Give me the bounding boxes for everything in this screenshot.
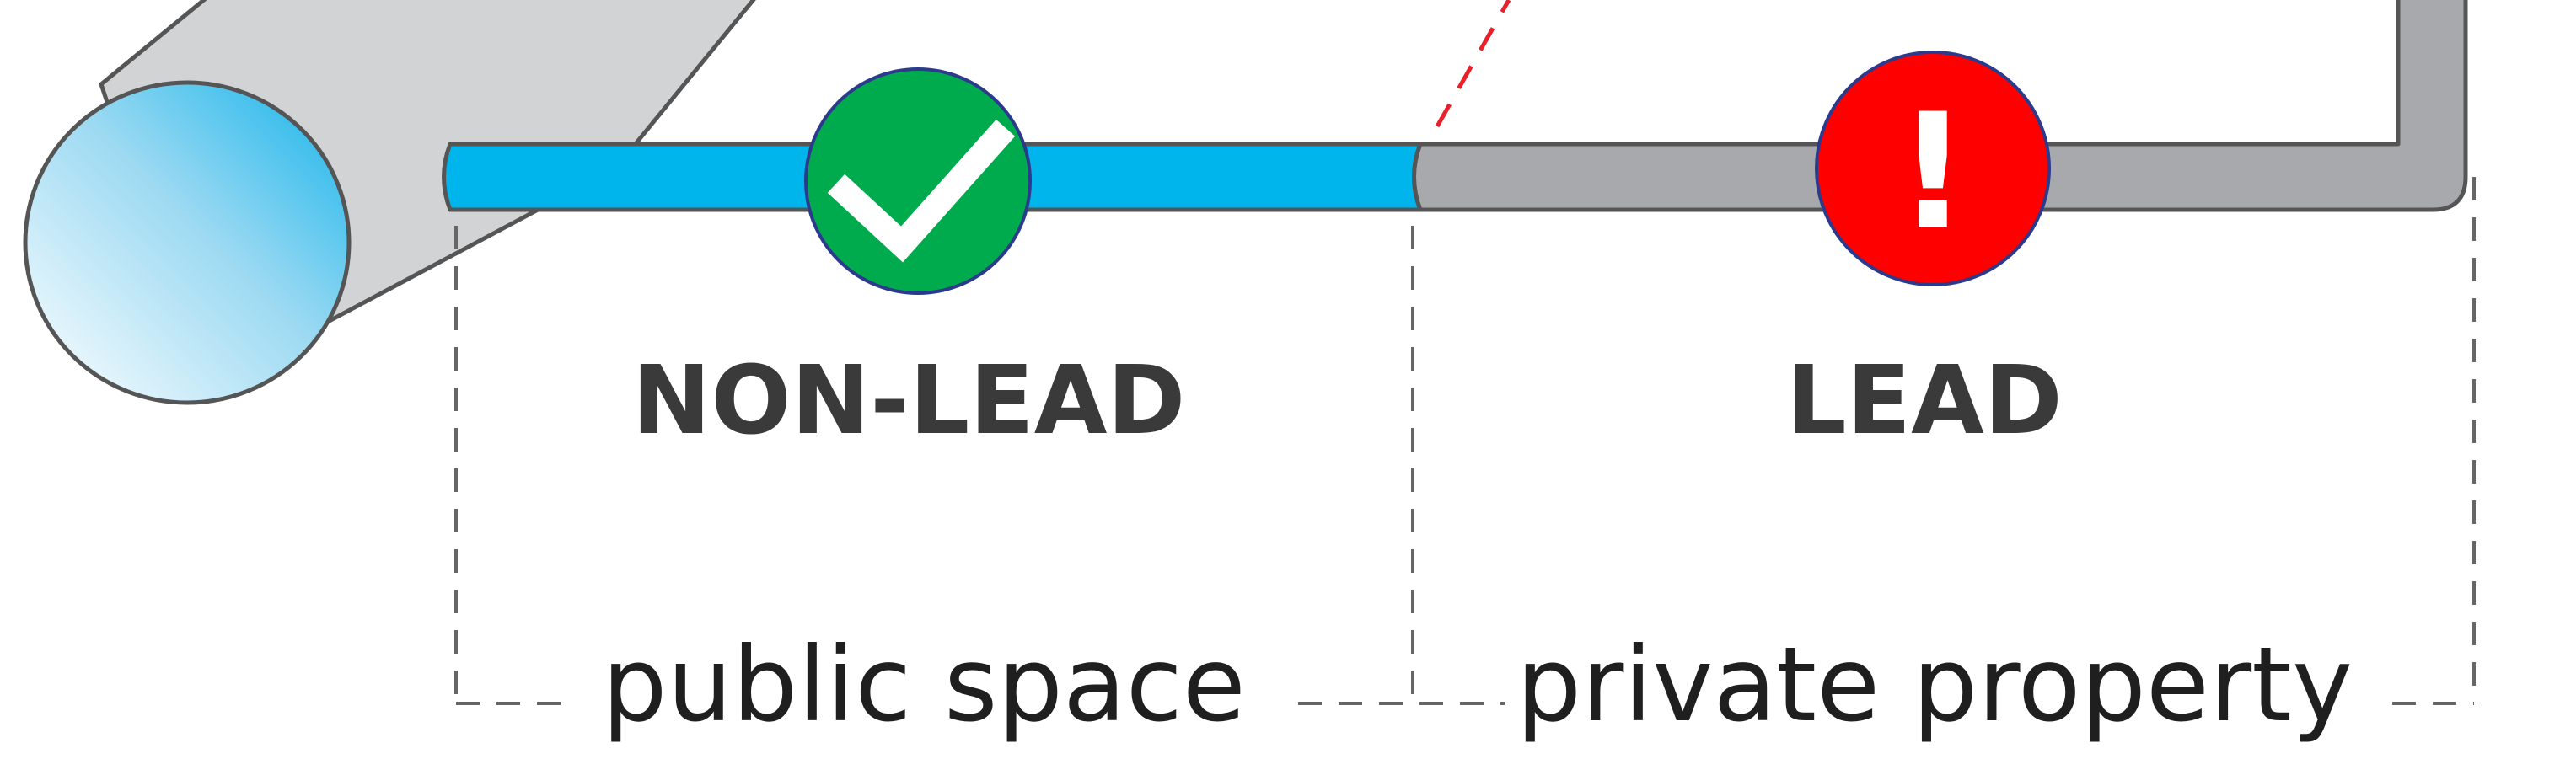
checkmark-icon bbox=[804, 67, 1032, 295]
private-service-pipe bbox=[1412, 0, 2468, 212]
water-main-opening bbox=[23, 80, 352, 405]
warning-mark: ! bbox=[1897, 79, 1970, 265]
warning-icon: ! bbox=[1815, 51, 2051, 286]
property-line bbox=[1435, 0, 1511, 128]
zone-brackets bbox=[454, 177, 2476, 705]
lead-label: LEAD bbox=[1786, 346, 2063, 456]
private-property-label: private property bbox=[1516, 625, 2353, 745]
non-lead-label: NON-LEAD bbox=[632, 346, 1186, 456]
public-space-label: public space bbox=[602, 625, 1246, 745]
water-main-pipe bbox=[23, 0, 756, 405]
